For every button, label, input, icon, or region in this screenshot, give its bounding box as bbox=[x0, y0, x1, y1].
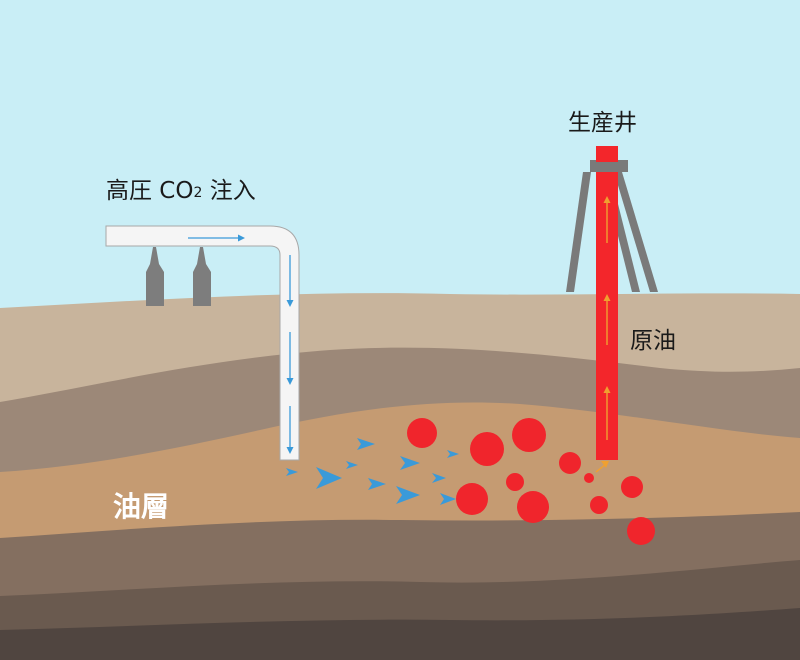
crude-oil-flow-arrows bbox=[595, 196, 611, 473]
oil-droplet bbox=[517, 491, 549, 523]
oil-droplet bbox=[621, 476, 643, 498]
co2-storage-tanks bbox=[146, 247, 211, 306]
oil-droplet bbox=[407, 418, 437, 448]
co2-chevron bbox=[396, 486, 420, 504]
bedrock-layer bbox=[0, 608, 800, 660]
co2-chevron bbox=[400, 456, 420, 470]
co2-chevron bbox=[432, 473, 446, 483]
co2-injection-label: 高圧 CO2 注入 bbox=[106, 180, 256, 203]
co2-flow-chevrons bbox=[286, 438, 459, 505]
oil-droplet bbox=[584, 473, 594, 483]
injection-pipe bbox=[105, 225, 300, 461]
injection-flow-arrows bbox=[188, 234, 294, 454]
co2-chevron bbox=[346, 461, 358, 469]
oil-droplet bbox=[506, 473, 524, 491]
tank-left bbox=[146, 247, 164, 306]
co2-subscript: 2 bbox=[193, 185, 203, 201]
co2-injection-text: 高圧 CO bbox=[106, 178, 194, 204]
crude-oil-label: 原油 bbox=[630, 328, 676, 354]
oil-droplet bbox=[456, 483, 488, 515]
oil-droplet bbox=[559, 452, 581, 474]
co2-chevron bbox=[368, 478, 386, 490]
co2-chevron bbox=[316, 467, 342, 489]
tank-right bbox=[193, 247, 211, 306]
co2-chevron bbox=[447, 450, 459, 458]
oil-droplet bbox=[470, 432, 504, 466]
co2-chevron bbox=[286, 468, 298, 476]
co2-chevron bbox=[440, 493, 456, 505]
oil-droplet bbox=[512, 418, 546, 452]
oil-droplets bbox=[407, 418, 655, 545]
production-well-label: 生産井 bbox=[568, 110, 637, 136]
oil-droplet bbox=[627, 517, 655, 545]
oil-layer-label: 油層 bbox=[113, 490, 170, 523]
oil-droplet bbox=[590, 496, 608, 514]
co2-injection-suffix: 注入 bbox=[202, 178, 256, 204]
co2-chevron bbox=[357, 438, 375, 450]
